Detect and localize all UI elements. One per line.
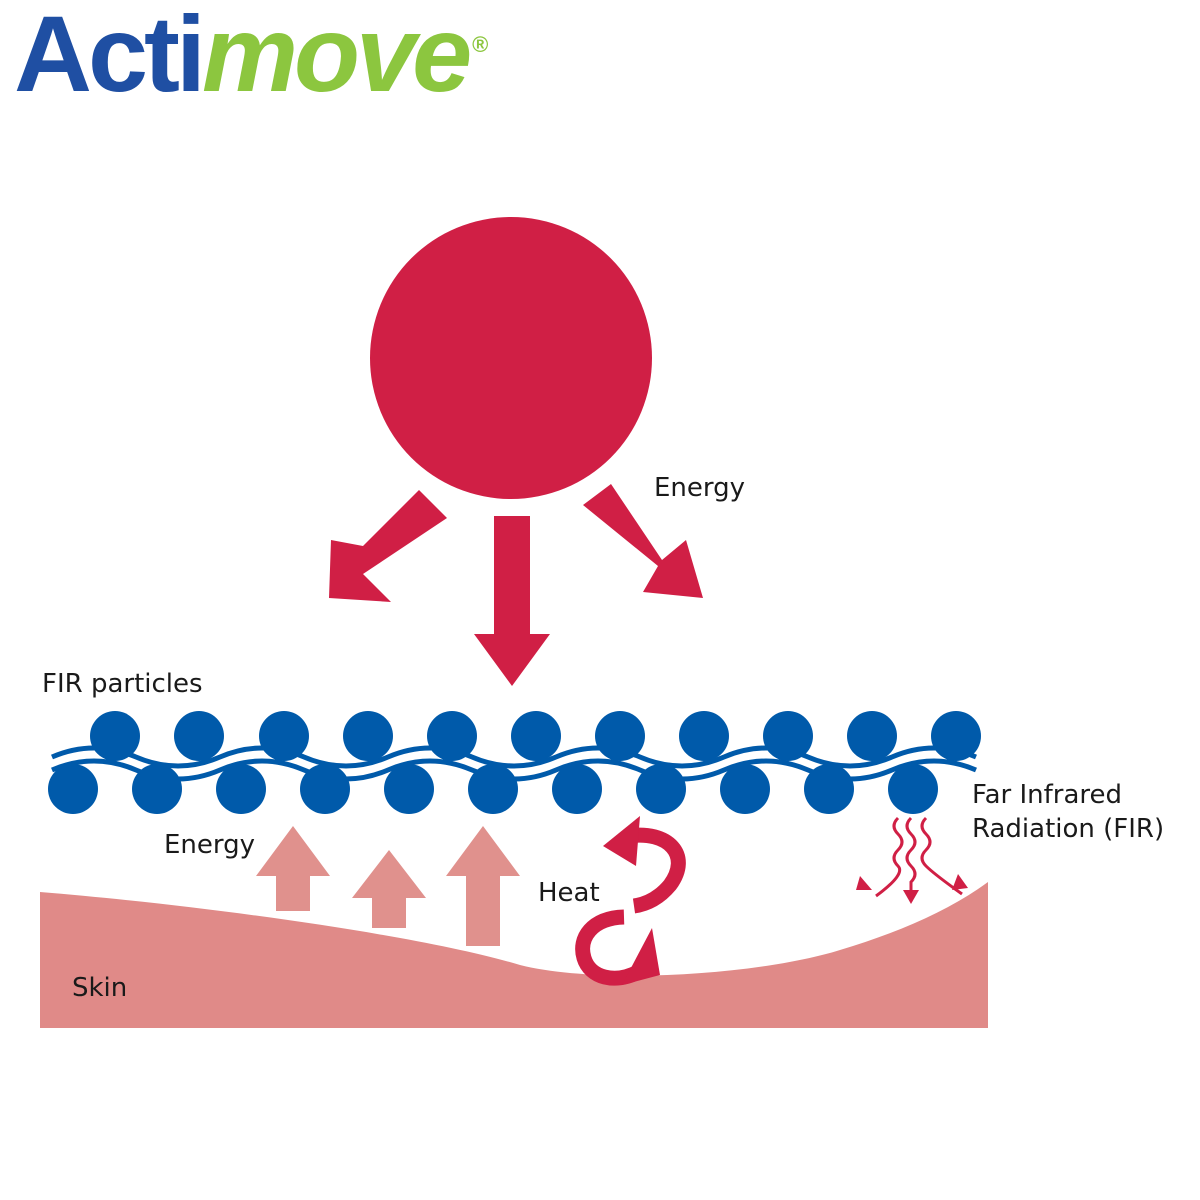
fir-particle [931,711,981,761]
heat-cycle-icon [575,827,686,986]
fir-particle [720,764,770,814]
fir-particles-bottom-row [48,764,938,814]
label-energy-top: Energy [654,473,746,503]
fir-particle [595,711,645,761]
fir-arrow-head [856,876,872,890]
heat-arrow-head [603,816,640,866]
fir-particle [679,711,729,761]
actimove-logo: Actimove® [14,0,488,108]
fir-particle [300,764,350,814]
fir-particle [636,764,686,814]
energy-up-arrow [446,826,520,946]
energy-source-circle [370,217,652,499]
fir-particle [511,711,561,761]
fir-arrow-head [903,890,919,904]
fir-particle [427,711,477,761]
fir-particle [763,711,813,761]
logo-part-move: move [202,0,472,114]
energy-up-arrow [352,850,426,928]
fir-particle [90,711,140,761]
label-heat: Heat [538,878,600,908]
fir-arrow-head [952,874,968,890]
energy-arrow-left [329,490,447,602]
label-fir-particles: FIR particles [42,669,203,699]
fir-particle [804,764,854,814]
fir-particle [847,711,897,761]
fir-radiation-arrows [875,816,963,898]
skin-layer [40,882,988,1028]
fir-particle [216,764,266,814]
fir-particle [888,764,938,814]
fir-particle [174,711,224,761]
label-skin: Skin [72,973,128,1003]
logo-part-acti: Acti [14,0,206,114]
fir-particle [552,764,602,814]
energy-arrow-right [583,484,703,598]
registered-mark: ® [472,32,489,57]
fir-particle [468,764,518,814]
fir-particles-top-row [90,711,981,761]
energy-arrow-down [474,516,550,686]
label-far-infrared-line2: Radiation (FIR) [972,814,1165,844]
fir-particle [343,711,393,761]
fir-particle [259,711,309,761]
label-energy-bottom: Energy [164,830,256,860]
heat-arrow-head [622,928,660,985]
label-far-infrared-line1: Far Infrared [972,780,1122,810]
wave-line [51,745,977,769]
fir-particle [384,764,434,814]
energy-up-arrow [256,826,330,911]
fir-particle [132,764,182,814]
fir-particle [48,764,98,814]
